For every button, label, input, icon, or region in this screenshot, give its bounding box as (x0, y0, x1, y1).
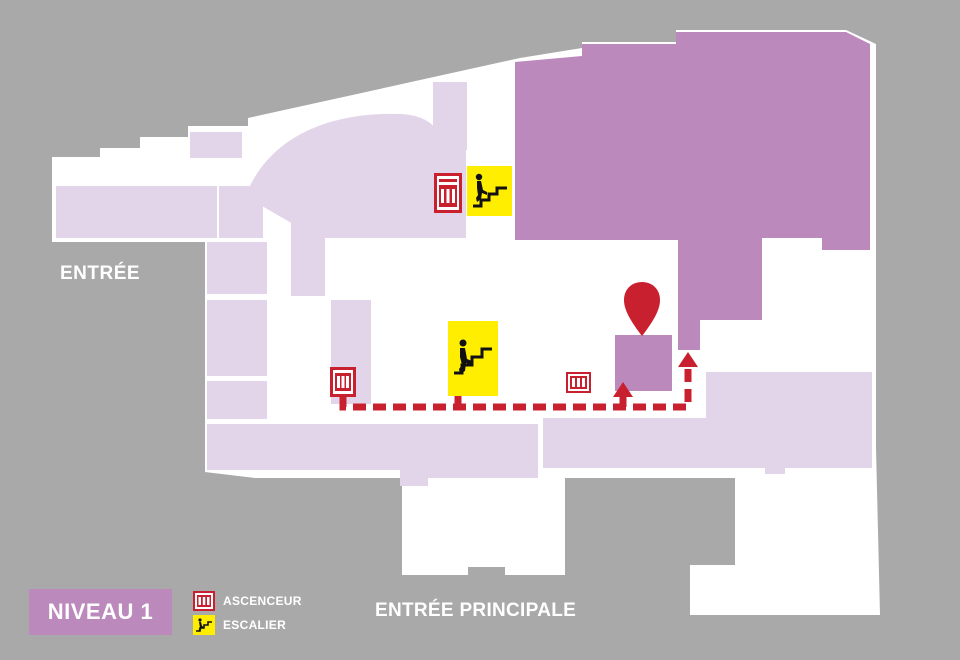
level-badge: NIVEAU 1 (29, 589, 172, 635)
main-entrance-label: ENTRÉE PRINCIPALE (375, 600, 577, 621)
shop-block (207, 424, 538, 486)
elevator-icon (566, 372, 591, 393)
route-arrow-up (678, 352, 698, 367)
elevator-icon (434, 173, 462, 213)
legend-label: ASCENCEUR (223, 594, 302, 608)
side-entrance-label: ENTRÉE (60, 263, 141, 284)
shop-block (433, 82, 467, 150)
stairs-icon (467, 166, 512, 216)
anchor-store (515, 32, 870, 391)
shop-block-curved (248, 113, 466, 238)
shop-block (56, 186, 217, 238)
legend-item-stairs: ESCALIER (193, 615, 286, 635)
destination-shop (615, 335, 672, 391)
shop-block (190, 132, 242, 158)
elevator-icon (330, 367, 356, 397)
stairs-icon (193, 615, 215, 635)
shop-block (207, 242, 267, 294)
shop-block (207, 381, 267, 419)
location-pin-icon (624, 282, 660, 336)
legend-item-elevator: ASCENCEUR (193, 591, 302, 611)
shop-block (543, 372, 872, 474)
route-arrow-up (613, 382, 633, 397)
elevator-icon (193, 591, 215, 611)
stairs-icon (448, 321, 498, 396)
shop-block (207, 300, 267, 376)
legend-label: ESCALIER (223, 618, 287, 632)
shop-areas (56, 82, 872, 486)
shop-block (291, 220, 325, 296)
